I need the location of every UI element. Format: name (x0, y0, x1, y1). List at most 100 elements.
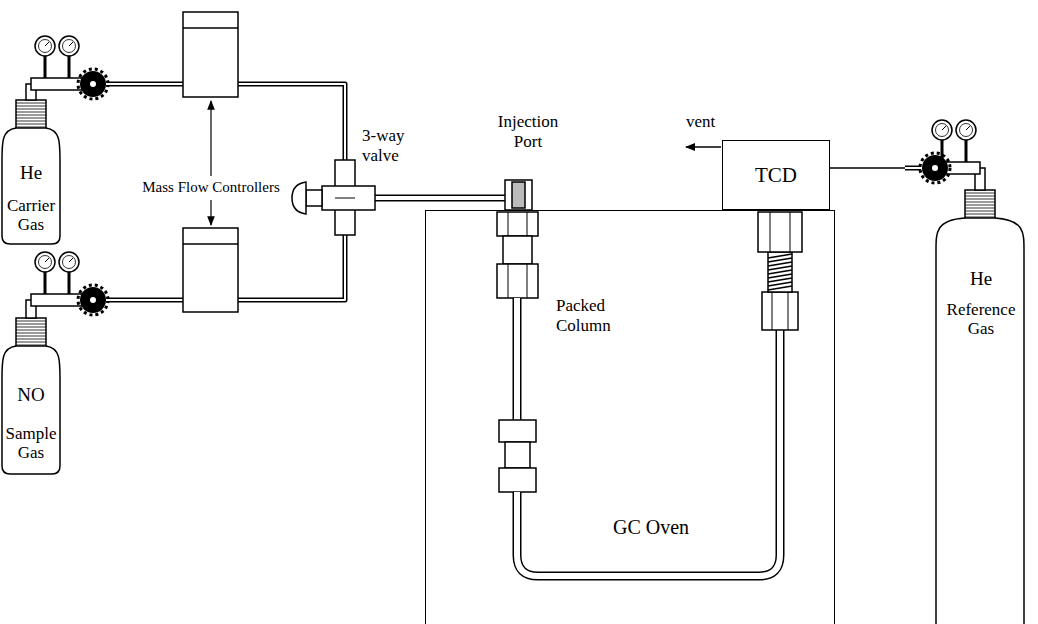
regulator-knob (922, 155, 948, 181)
gauge-needle (942, 126, 946, 130)
gauge-stem (44, 56, 47, 78)
pressure-gauge (932, 120, 952, 140)
collar-rib (16, 339, 46, 340)
nut-edge (770, 212, 771, 252)
collar-rib (16, 112, 46, 113)
regulator-knob (80, 71, 106, 97)
nut-edge (788, 292, 789, 330)
controller-cap (183, 243, 238, 245)
gas-line (106, 299, 183, 301)
spring-coil (768, 282, 792, 286)
cylinder-collar (16, 100, 46, 128)
collar-rib (965, 214, 995, 215)
mass-flow-controller (183, 12, 238, 97)
gas-line (238, 84, 345, 162)
knob-center (932, 165, 938, 171)
node-title: NO (17, 384, 44, 406)
gas-line (106, 298, 183, 303)
gas-line (905, 167, 921, 169)
collar-rib (965, 196, 995, 197)
nut-edge (508, 212, 509, 236)
node-title: He (970, 268, 992, 290)
gauge-stem (68, 272, 71, 294)
cylinder-body (936, 218, 1024, 624)
collar-rib (965, 208, 995, 209)
collar-rib (16, 124, 46, 125)
pointer-arrow (210, 101, 211, 176)
gas-line (238, 234, 345, 300)
regulator-knob (78, 69, 108, 99)
collar-rib (16, 345, 46, 346)
part-label: 3-way valve (362, 126, 414, 165)
pressure-gauge (35, 252, 55, 272)
collar-rib (965, 205, 995, 206)
gas-line (106, 82, 183, 87)
node-caption: Sample Gas (3, 424, 59, 463)
outlet-label: vent (686, 112, 715, 132)
septum (512, 182, 525, 208)
gauge-needle (45, 258, 49, 262)
nut-edge (527, 212, 528, 236)
collar-rib (16, 327, 46, 328)
hex-nut (497, 264, 538, 298)
detector-box: TCD (722, 140, 830, 210)
collar-rib (965, 217, 995, 218)
node-title: He (20, 162, 42, 184)
collar-rib (16, 109, 46, 110)
collar-rib (16, 321, 46, 322)
controller-cap (183, 27, 238, 29)
gauge-needle (69, 258, 73, 262)
spring-coil (768, 258, 792, 262)
node-caption: Carrier Gas (3, 196, 59, 235)
gauge-face (960, 124, 973, 137)
collar-rib (16, 333, 46, 334)
gauge-face (39, 40, 52, 53)
gas-line (106, 83, 183, 85)
nut-edge (772, 292, 773, 330)
union-body (505, 442, 530, 468)
hex-nut (762, 292, 798, 330)
cylinder-body (2, 128, 60, 244)
gc-oven: GC Oven (425, 210, 835, 624)
gauge-face (39, 256, 52, 269)
pressure-gauge (59, 252, 79, 272)
gas-cylinder: NO Sample Gas (3, 380, 59, 466)
injection-port (505, 180, 532, 210)
collar-rib (965, 211, 995, 212)
collar-rib (16, 118, 46, 119)
column-tube (514, 298, 520, 420)
valve-body (335, 160, 355, 235)
gauge-face (63, 256, 76, 269)
mass-flow-controller (183, 228, 238, 312)
column-tube (517, 330, 780, 576)
part-label: Injection Port (488, 112, 568, 151)
collar-rib (16, 103, 46, 104)
hex-nut (497, 212, 538, 236)
column-tube (517, 330, 780, 576)
gauge-stem (44, 272, 47, 294)
gas-cylinder: HeCarrier Gas (3, 158, 59, 238)
fitting-body (503, 236, 532, 264)
gauge-stem (68, 56, 71, 78)
regulator-knob (920, 153, 950, 183)
spring-fitting (768, 252, 792, 292)
pressure-gauge (59, 36, 79, 56)
pressure-gauge (956, 120, 976, 140)
gauge-face (63, 40, 76, 53)
nut-edge (527, 264, 528, 298)
vent-arrow (686, 146, 721, 147)
gauge-face (936, 124, 949, 137)
knob-center (90, 81, 96, 87)
valve-body (322, 186, 375, 210)
spring-coil (768, 286, 792, 290)
collar-rib (16, 121, 46, 122)
gas-line (238, 234, 345, 300)
node-title: TCD (755, 163, 797, 187)
gauge-needle (966, 126, 970, 130)
gas-cylinder: HeReference Gas (905, 120, 1025, 624)
part-label: Mass Flow Controllers (142, 179, 280, 196)
collar-rib (16, 127, 46, 128)
collar-rib (16, 324, 46, 325)
gas-line (905, 166, 921, 171)
